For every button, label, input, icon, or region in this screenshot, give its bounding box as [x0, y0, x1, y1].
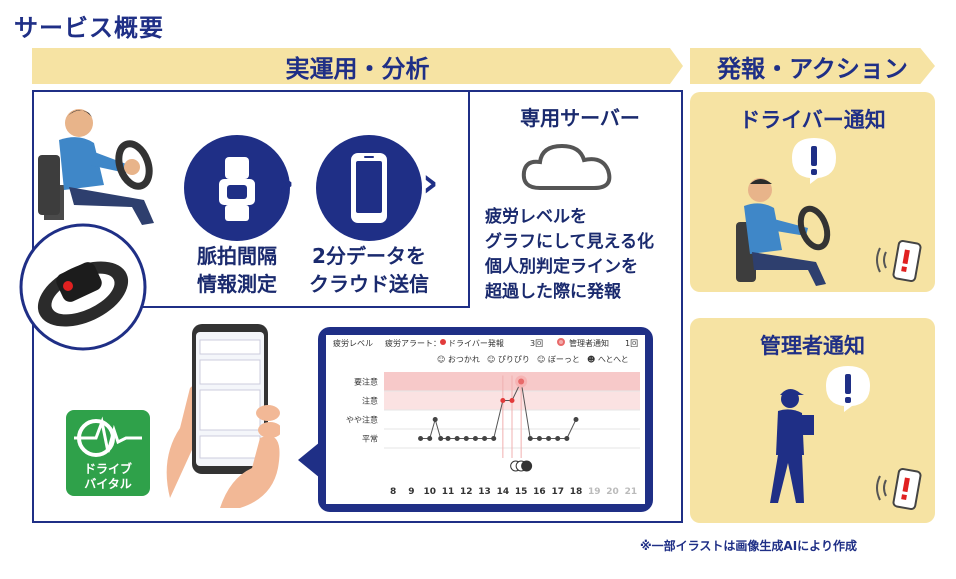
y-tick-label: 要注意 — [354, 377, 378, 387]
server-line: 疲労レベルを — [485, 207, 587, 227]
legend-face-irritated: ☺ ぴりぴり — [487, 355, 530, 364]
fatigue-chart — [326, 335, 645, 504]
x-tick-label: 20 — [606, 487, 619, 497]
driver-alert-count: 3回 — [530, 339, 544, 348]
data-point — [546, 436, 552, 441]
app-logo-line2: バイタル — [84, 477, 132, 491]
wristband-icon — [219, 157, 255, 221]
chart-level-label: 疲労レベル — [333, 339, 373, 348]
server-line: 個人別判定ラインを — [485, 257, 638, 277]
chart-pointer — [298, 442, 320, 478]
driver-illustration — [38, 109, 154, 225]
x-tick-label: 17 — [551, 487, 564, 497]
driver-alert-dot — [440, 339, 446, 345]
footnote: ※一部イラストは画像生成AIにより作成 — [640, 539, 857, 553]
data-point — [438, 436, 444, 441]
cloud-icon — [521, 143, 612, 190]
x-tick-label: 9 — [408, 487, 414, 497]
driver-alert-label: ドライバー発報 — [448, 339, 504, 348]
data-point — [491, 436, 497, 441]
data-point — [555, 436, 561, 441]
driver-illustration-right — [736, 178, 831, 286]
data-point — [527, 436, 533, 441]
data-point — [573, 417, 579, 422]
data-point — [472, 436, 478, 441]
data-point — [536, 436, 542, 441]
smartphone-icon — [351, 153, 387, 223]
x-tick-label: 14 — [497, 487, 510, 497]
x-tick-label: 19 — [588, 487, 601, 497]
driver-notice-title: ドライバー通知 — [739, 108, 886, 132]
app-logo-line1: ドライブ — [83, 462, 132, 476]
step-send-circle — [316, 135, 422, 241]
step-measure-circle — [184, 135, 290, 241]
x-tick-label: 21 — [625, 487, 638, 497]
step-measure-line1: 脈拍間隔 — [197, 244, 277, 268]
wristband-photo — [19, 223, 147, 351]
legend-face-tired: ☺ おつかれ — [437, 355, 480, 364]
chevron-right-icon: › — [278, 160, 295, 206]
manager-alert-count: 1回 — [625, 339, 639, 348]
data-point — [432, 417, 438, 422]
y-tick-label: 注意 — [362, 396, 378, 406]
server-line: 超過した際に発報 — [485, 282, 621, 302]
alert-phone-icon — [876, 468, 922, 510]
x-tick-label: 8 — [390, 487, 396, 497]
page-title: サービス概要 — [14, 14, 164, 42]
server-title: 専用サーバー — [520, 106, 640, 130]
step-measure-line2: 情報測定 — [197, 272, 277, 296]
y-tick-label: やや注意 — [346, 415, 378, 425]
step-send-line1: 2分データを — [312, 244, 426, 268]
app-logo-text: ドライブ バイタル — [66, 462, 150, 492]
step-measure-label: 脈拍間隔 情報測定 — [172, 242, 302, 298]
step-send-line2: クラウド送信 — [309, 272, 429, 296]
manager-illustration — [770, 389, 814, 503]
app-logo — [66, 410, 150, 496]
data-point — [509, 398, 515, 403]
data-point — [427, 436, 433, 441]
legend-face-absent: ☺ ぼーっと — [537, 355, 580, 364]
data-point — [445, 436, 451, 441]
driver-notice-panel — [690, 92, 935, 292]
x-tick-label: 12 — [460, 487, 473, 497]
legend-face-label: ぼーっと — [547, 355, 580, 364]
chevron-right-icon: › — [422, 160, 439, 206]
legend-face-label: へとへと — [597, 355, 629, 364]
x-tick-label: 15 — [515, 487, 528, 497]
heartbeat-icon — [74, 416, 142, 457]
y-tick-label: 平常 — [362, 435, 378, 444]
chart-alert-label: 疲労アラート： — [385, 339, 441, 348]
flow-frame — [32, 90, 470, 308]
data-point — [463, 436, 469, 441]
alert-phone-icon — [876, 240, 922, 282]
exclamation-icon — [792, 138, 836, 184]
data-point — [418, 436, 424, 441]
data-point — [518, 378, 525, 385]
x-tick-label: 10 — [423, 487, 436, 497]
face-marker — [521, 460, 533, 472]
data-point — [564, 436, 570, 441]
legend-face-label: ぴりぴり — [497, 355, 530, 364]
exclamation-icon — [826, 366, 870, 412]
x-tick-label: 18 — [570, 487, 583, 497]
server-description: 疲労レベルを グラフにして見える化 個人別判定ラインを 超過した際に発報 — [485, 205, 680, 305]
data-point — [500, 398, 506, 403]
action-banner: 発報・アクション — [690, 48, 935, 84]
x-tick-label: 11 — [442, 487, 455, 497]
x-tick-label: 16 — [533, 487, 546, 497]
server-line: グラフにして見える化 — [485, 232, 654, 252]
data-point — [454, 436, 460, 441]
data-point — [482, 436, 488, 441]
analysis-banner: 実運用・分析 — [32, 48, 683, 84]
legend-face-exhausted: ☻ へとへと — [587, 355, 629, 364]
step-send-label: 2分データを クラウド送信 — [300, 242, 438, 298]
fatigue-chart-plot: 平常 やや注意 注意 要注意 8 9 10 11 12 13 14 15 16 17 18 19 20 21 — [346, 372, 640, 497]
manager-notice-title: 管理者通知 — [760, 334, 865, 358]
manager-alert-dot — [557, 338, 565, 346]
manager-alert-label: 管理者通知 — [569, 339, 609, 348]
phone-in-hand-illustration — [166, 324, 280, 508]
legend-face-label: おつかれ — [447, 355, 480, 364]
x-tick-label: 13 — [478, 487, 491, 497]
